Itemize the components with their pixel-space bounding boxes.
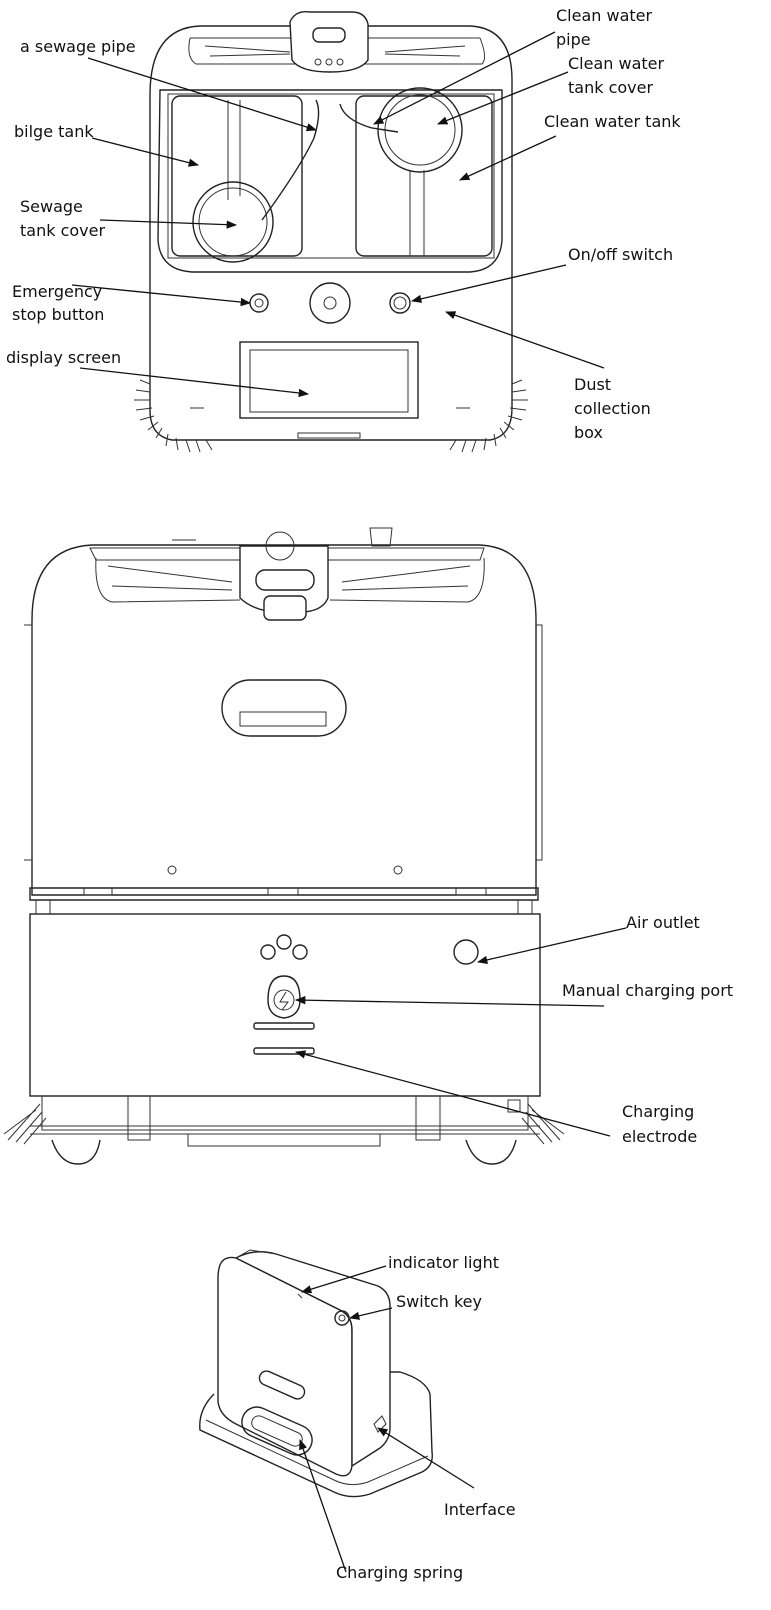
wheel-right [465, 1139, 517, 1165]
sewage-pipe [261, 99, 320, 221]
label-on-off-switch: On/off switch [568, 245, 673, 264]
dock-interface [373, 1415, 387, 1433]
label-clean-water-tank: Clean water tank [544, 112, 681, 131]
charging-electrode-lower [253, 1047, 315, 1055]
air-outlet [453, 939, 479, 965]
label-sewage-tank-cover-1: Sewage [20, 197, 83, 216]
label-switch-key: Switch key [396, 1292, 482, 1311]
label-charging-electrode-2: electrode [622, 1127, 697, 1146]
center-knob [309, 282, 351, 324]
charging-dock-drawing [199, 1249, 433, 1498]
side-brush-right [449, 379, 528, 453]
display-screen [239, 341, 419, 419]
emergency-stop-button [249, 293, 269, 313]
upper-housing [31, 544, 537, 896]
charging-dock-labels: indicator light Switch key Interface Cha… [336, 1253, 516, 1582]
label-clean-water-tank-cover-1: Clean water [568, 54, 665, 73]
clean-water-tank-cover [377, 87, 463, 173]
rear-view-leaders [294, 927, 627, 1137]
top-view-leaders [71, 31, 605, 398]
label-clean-water-tank-cover-2: tank cover [568, 78, 653, 97]
robot-body-outline [149, 25, 513, 441]
label-dust-collection-3: box [574, 423, 603, 442]
label-display-screen: display screen [6, 348, 121, 367]
charging-spring-slot [241, 1406, 313, 1456]
label-sewage-pipe: a sewage pipe [20, 37, 136, 56]
top-view-labels: a sewage pipe bilge tank Sewage tank cov… [6, 6, 681, 442]
label-sewage-tank-cover-2: tank cover [20, 221, 105, 240]
dock-base [199, 1371, 433, 1498]
on-off-switch [389, 292, 411, 314]
rear-view-labels: Air outlet Manual charging port Charging… [562, 913, 733, 1146]
lower-body [29, 913, 541, 1097]
label-dust-collection-2: collection [574, 399, 651, 418]
manual-charging-port [267, 975, 301, 1019]
label-charging-electrode-1: Charging [622, 1102, 694, 1121]
label-indicator-light: indicator light [388, 1253, 499, 1272]
label-emergency-stop-2: stop button [12, 305, 104, 324]
clean-water-pipe [339, 103, 399, 133]
label-interface: Interface [444, 1500, 516, 1519]
rear-grip-slot [221, 679, 347, 737]
label-bilge-tank: bilge tank [14, 122, 94, 141]
side-brush-left [134, 379, 213, 453]
label-clean-water-pipe-2: pipe [556, 30, 591, 49]
label-manual-charging-port: Manual charging port [562, 981, 733, 1000]
label-air-outlet: Air outlet [626, 913, 700, 932]
rear-view-drawing [3, 527, 565, 1165]
label-emergency-stop-1: Emergency [12, 282, 102, 301]
charging-electrode-upper [253, 1022, 315, 1030]
wheel-left [51, 1139, 101, 1165]
charging-dock-leaders [299, 1265, 475, 1573]
label-clean-water-pipe-1: Clean water [556, 6, 653, 25]
sewage-tank-cover [192, 181, 274, 263]
dock-side-face [234, 1251, 391, 1468]
top-view-drawing [134, 11, 528, 453]
label-charging-spring: Charging spring [336, 1563, 463, 1582]
indicator-light [297, 1293, 303, 1299]
label-dust-collection-1: Dust [574, 375, 611, 394]
